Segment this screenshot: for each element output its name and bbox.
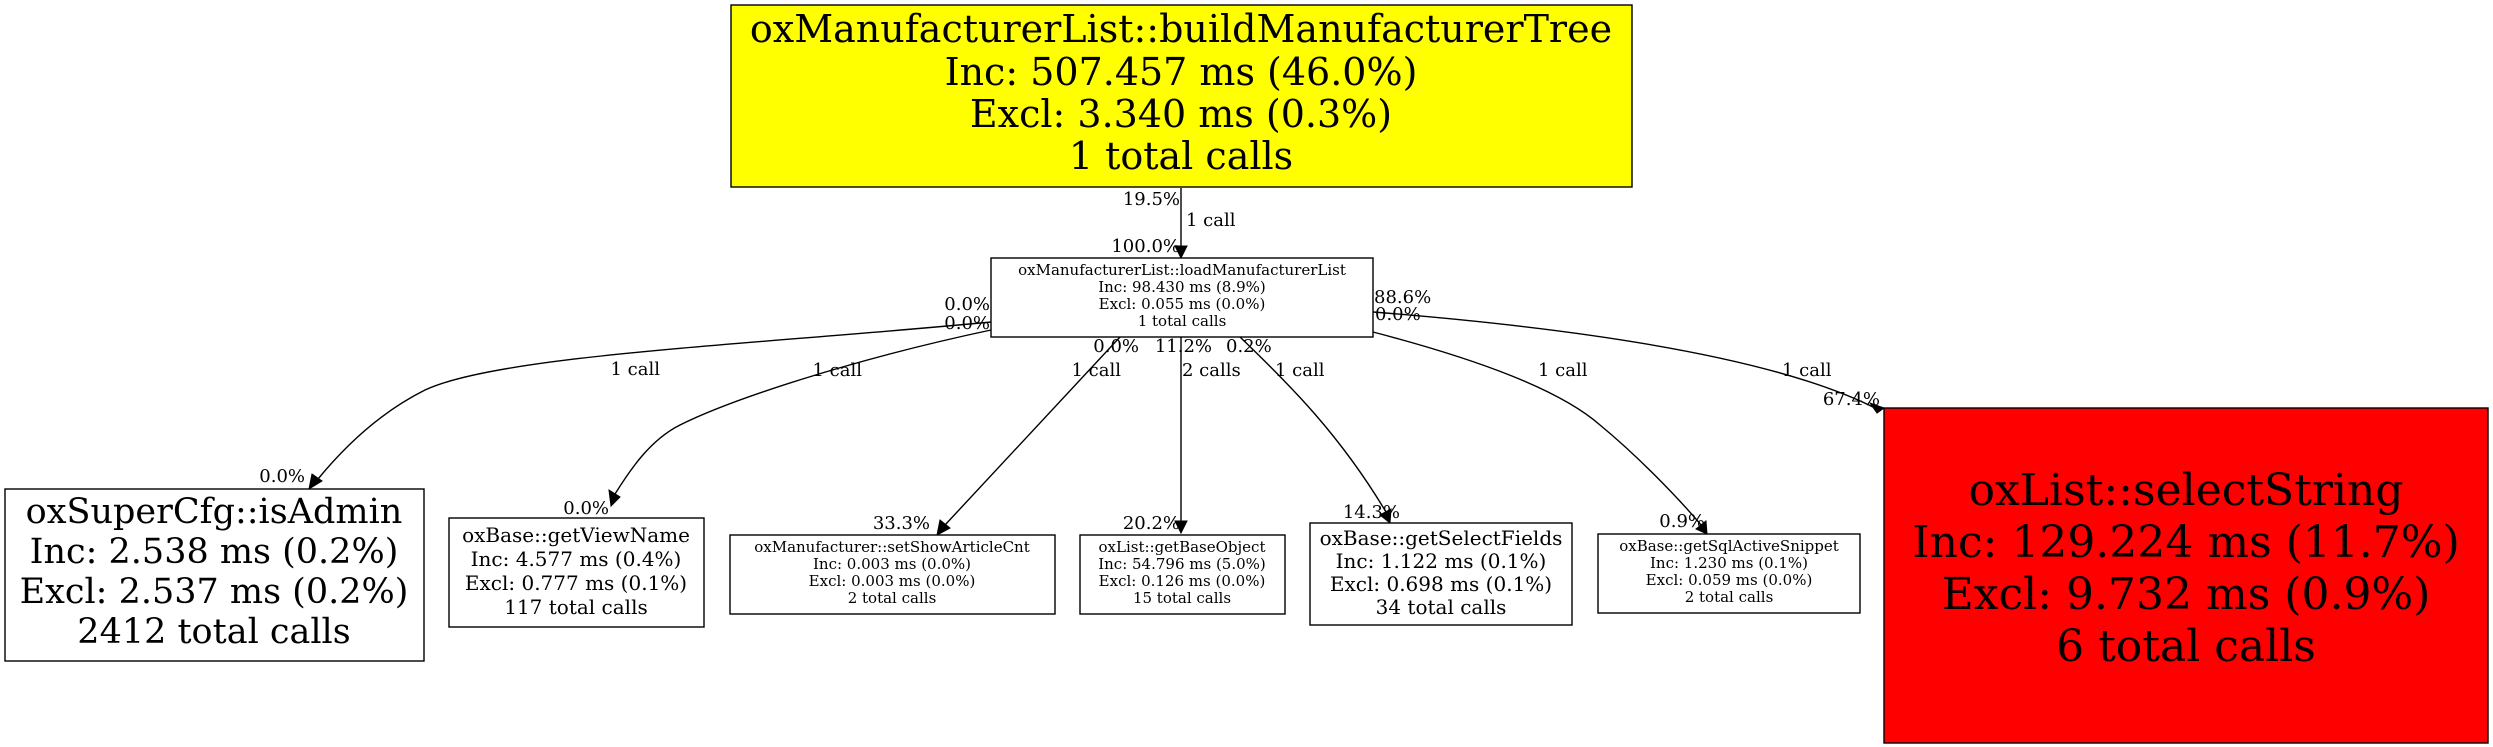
node-select-string[interactable]: oxList::selectString Inc: 129.224 ms (11… [1883,407,2489,744]
edge-out-pct: 88.6% [1374,287,1431,308]
edge-load-to-isadmin: 0.0% 1 call 0.0% [259,294,992,491]
edge-in-pct: 0.0% [259,466,305,487]
node-function-name: oxList::selectString [1969,465,2404,516]
node-inclusive-time: Inc: 1.230 ms (0.1%) [1650,554,1808,572]
node-is-admin[interactable]: oxSuperCfg::isAdmin Inc: 2.538 ms (0.2%)… [4,488,425,662]
node-get-view-name[interactable]: oxBase::getViewName Inc: 4.577 ms (0.4%)… [448,517,705,628]
node-function-name: oxBase::getSqlActiveSnippet [1619,537,1839,555]
edge-out-pct: 19.5% [1123,189,1180,210]
node-total-calls: 6 total calls [2056,621,2316,672]
edge-call-count: 2 calls [1182,360,1241,381]
node-inclusive-time: Inc: 0.003 ms (0.0%) [813,555,971,573]
node-get-sql-active-snippet[interactable]: oxBase::getSqlActiveSnippet Inc: 1.230 m… [1597,533,1861,614]
node-exclusive-time: Excl: 0.003 ms (0.0%) [809,572,976,590]
node-total-calls: 1 total calls [1138,312,1227,330]
edge-load-to-sqlsnippet: 0.0% 1 call 0.9% [1372,304,1708,535]
node-function-name: oxBase::getViewName [462,523,690,547]
node-set-show-article-cnt[interactable]: oxManufacturer::setShowArticleCnt Inc: 0… [729,534,1056,615]
edge-in-pct: 33.3% [873,513,930,534]
node-total-calls: 2412 total calls [77,612,350,652]
node-total-calls: 15 total calls [1133,589,1231,607]
edge-root-to-load: 19.5% 1 call 100.0% [1111,188,1236,260]
node-load-manufacturer-list[interactable]: oxManufacturerList::loadManufacturerList… [990,257,1374,338]
edge-load-to-selstring: 88.6% 1 call 67.4% [1372,287,1886,414]
edge-out-pct: 0.0% [944,313,990,334]
node-exclusive-time: Excl: 2.537 ms (0.2%) [20,572,409,612]
edge-out-pct: 11.2% [1155,336,1212,357]
edge-call-count: 1 call [1538,360,1588,381]
node-inclusive-time: Inc: 4.577 ms (0.4%) [471,547,682,571]
edge-out-pct: 0.0% [944,294,990,315]
node-total-calls: 34 total calls [1376,595,1507,619]
edge-load-to-selfields: 0.2% 1 call 14.3% [1226,336,1400,524]
edge-call-count: 1 call [1186,210,1236,231]
edge-in-pct: 67.4% [1823,389,1880,410]
node-exclusive-time: Excl: 0.126 ms (0.0%) [1099,572,1266,590]
node-exclusive-time: Excl: 3.340 ms (0.3%) [970,92,1392,136]
node-exclusive-time: Excl: 0.059 ms (0.0%) [1646,571,1813,589]
node-function-name: oxBase::getSelectFields [1320,526,1563,550]
node-get-select-fields[interactable]: oxBase::getSelectFields Inc: 1.122 ms (0… [1309,522,1573,626]
edge-in-pct: 14.3% [1343,502,1400,523]
edge-call-count: 1 call [1275,360,1325,381]
node-inclusive-time: Inc: 98.430 ms (8.9%) [1098,278,1266,296]
node-exclusive-time: Excl: 0.698 ms (0.1%) [1330,572,1552,596]
node-inclusive-time: Inc: 2.538 ms (0.2%) [30,532,399,572]
edge-load-to-showcnt: 0.0% 1 call 33.3% [873,336,1139,536]
node-total-calls: 1 total calls [1069,134,1293,178]
node-build-manufacturer-tree[interactable]: oxManufacturerList::buildManufacturerTre… [730,4,1633,188]
node-inclusive-time: Inc: 129.224 ms (11.7%) [1912,517,2460,568]
edge-call-count: 1 call [611,359,661,380]
node-total-calls: 117 total calls [504,595,648,619]
edge-call-count: 1 call [813,360,863,381]
edge-load-to-baseobj: 11.2% 2 calls 20.2% [1123,336,1241,535]
edge-call-count: 1 call [1072,360,1122,381]
node-inclusive-time: Inc: 1.122 ms (0.1%) [1336,549,1547,573]
edge-in-pct: 100.0% [1111,236,1180,257]
edge-in-pct: 0.9% [1659,511,1705,532]
edge-call-count: 1 call [1782,360,1832,381]
node-function-name: oxManufacturer::setShowArticleCnt [754,538,1030,556]
node-inclusive-time: Inc: 507.457 ms (46.0%) [945,50,1418,94]
edge-load-to-viewname: 0.0% 1 call 0.0% [563,313,992,519]
node-total-calls: 2 total calls [848,589,937,607]
node-exclusive-time: Excl: 0.777 ms (0.1%) [465,571,687,595]
edge-in-pct: 0.0% [563,498,609,519]
node-get-base-object[interactable]: oxList::getBaseObject Inc: 54.796 ms (5.… [1079,534,1286,615]
edge-in-pct: 20.2% [1123,513,1180,534]
node-exclusive-time: Excl: 0.055 ms (0.0%) [1099,295,1266,313]
node-total-calls: 2 total calls [1685,588,1774,606]
node-function-name: oxManufacturerList::loadManufacturerList [1018,261,1346,279]
node-function-name: oxManufacturerList::buildManufacturerTre… [750,7,1612,51]
edge-out-pct: 0.2% [1226,336,1272,357]
node-exclusive-time: Excl: 9.732 ms (0.9%) [1942,569,2431,620]
node-function-name: oxList::getBaseObject [1099,538,1266,556]
node-inclusive-time: Inc: 54.796 ms (5.0%) [1098,555,1266,573]
node-function-name: oxSuperCfg::isAdmin [26,492,403,532]
edge-out-pct: 0.0% [1093,336,1139,357]
